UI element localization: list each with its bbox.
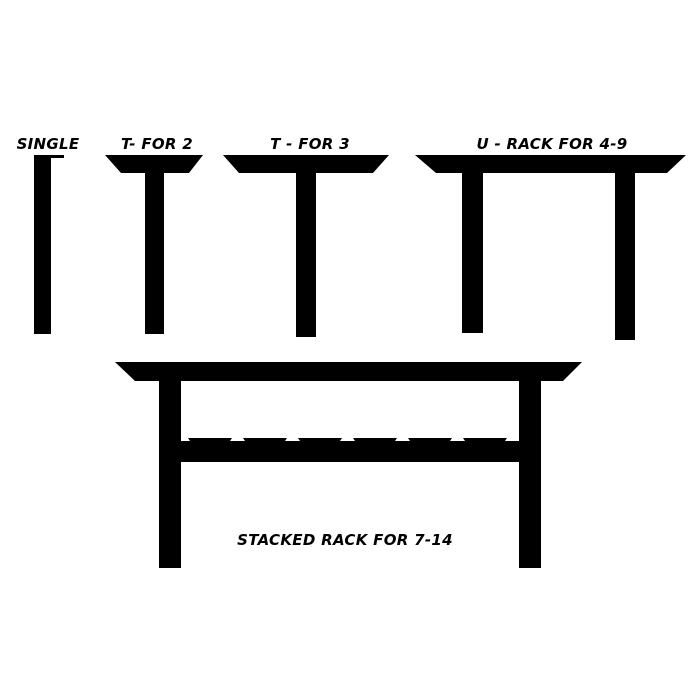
single-rack-post — [34, 158, 51, 334]
u-rack-left-post — [462, 173, 483, 333]
single-rack: SINGLE — [17, 135, 80, 334]
stacked-rack-middle-shelf — [181, 441, 519, 462]
t-rack-for-2-label: T- FOR 2 — [121, 135, 193, 153]
t-rack-for-2-post — [145, 173, 164, 334]
stacked-rack: STACKED RACK FOR 7-14 — [115, 362, 582, 568]
stacked-rack-right-post — [519, 381, 541, 568]
t-rack-for-3-top — [223, 155, 389, 173]
u-rack-top — [415, 155, 686, 173]
single-rack-cap — [34, 155, 64, 158]
t-rack-for-2: T- FOR 2 — [105, 135, 203, 334]
u-rack-right-post — [615, 173, 635, 340]
stacked-rack-left-post — [159, 381, 181, 568]
u-rack-label: U - RACK FOR 4-9 — [476, 135, 627, 153]
t-rack-for-2-top — [105, 155, 203, 173]
stacked-rack-label: STACKED RACK FOR 7-14 — [237, 531, 453, 549]
t-rack-for-3-label: T - FOR 3 — [270, 135, 350, 153]
u-rack: U - RACK FOR 4-9 — [415, 135, 686, 340]
stacked-rack-shelf-notches — [188, 438, 507, 441]
t-rack-for-3-post — [296, 173, 316, 337]
single-rack-label: SINGLE — [17, 135, 80, 153]
t-rack-for-3: T - FOR 3 — [223, 135, 389, 337]
stacked-rack-top — [115, 362, 582, 381]
